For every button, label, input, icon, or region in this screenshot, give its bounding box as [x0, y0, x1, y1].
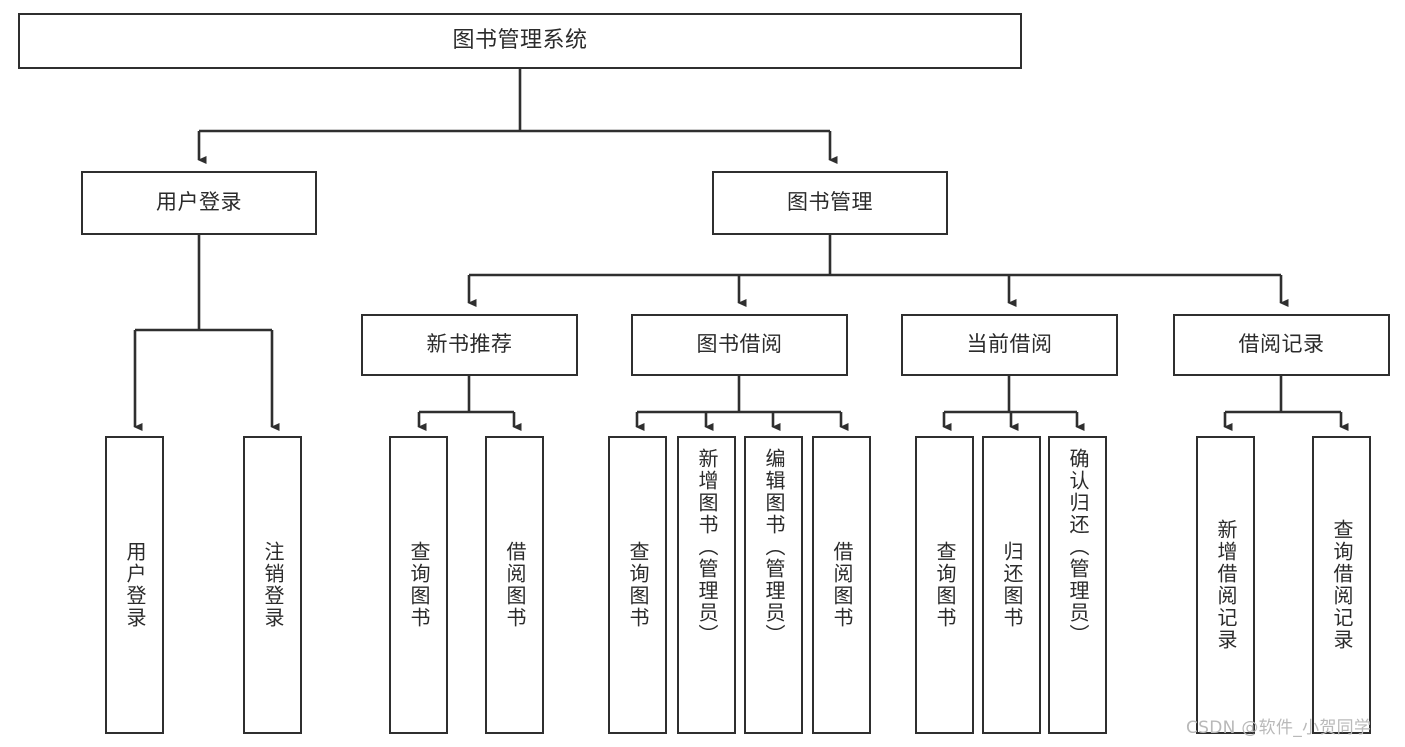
- node-label: 查询图书: [407, 541, 431, 629]
- node-label: 确认归还（管理员）: [1066, 448, 1090, 646]
- leaf-current-return-book[interactable]: 归还图书: [982, 436, 1041, 734]
- node-label: 图书管理系统: [452, 27, 588, 53]
- node-current-borrow[interactable]: 当前借阅: [901, 314, 1118, 376]
- node-label: 新增图书（管理员）: [695, 448, 719, 646]
- leaf-borrow-query-book[interactable]: 查询图书: [608, 436, 667, 734]
- node-label: 注销登录: [261, 541, 285, 629]
- node-new-book-recommend[interactable]: 新书推荐: [361, 314, 578, 376]
- node-label: 新书推荐: [426, 332, 513, 357]
- node-root-system[interactable]: 图书管理系统: [18, 13, 1022, 69]
- leaf-borrow-borrow-book[interactable]: 借阅图书: [812, 436, 871, 734]
- leaf-borrow-add-book-admin[interactable]: 新增图书（管理员）: [677, 436, 736, 734]
- leaf-user-logout[interactable]: 注销登录: [243, 436, 302, 734]
- leaf-record-query-record[interactable]: 查询借阅记录: [1312, 436, 1371, 734]
- node-label: 用户登录: [123, 541, 147, 629]
- leaf-recommend-borrow-book[interactable]: 借阅图书: [485, 436, 544, 734]
- node-label: 新增借阅记录: [1214, 519, 1238, 651]
- node-label: 图书管理: [787, 190, 873, 215]
- node-book-management[interactable]: 图书管理: [712, 171, 948, 235]
- node-label: 借阅图书: [503, 541, 527, 629]
- node-label: 查询图书: [933, 541, 957, 629]
- node-label: 查询图书: [626, 541, 650, 629]
- node-label: 借阅图书: [830, 541, 854, 629]
- node-label: 归还图书: [1000, 541, 1024, 629]
- leaf-user-login[interactable]: 用户登录: [105, 436, 164, 734]
- csdn-watermark: CSDN @软件_小贺同学: [1186, 718, 1372, 738]
- node-label: 图书借阅: [696, 332, 783, 357]
- leaf-record-add-record[interactable]: 新增借阅记录: [1196, 436, 1255, 734]
- node-user-login[interactable]: 用户登录: [81, 171, 317, 235]
- node-label: 当前借阅: [966, 332, 1053, 357]
- leaf-borrow-edit-book-admin[interactable]: 编辑图书（管理员）: [744, 436, 803, 734]
- node-label: 查询借阅记录: [1330, 519, 1354, 651]
- leaf-recommend-query-book[interactable]: 查询图书: [389, 436, 448, 734]
- node-borrow-record[interactable]: 借阅记录: [1173, 314, 1390, 376]
- node-label: 编辑图书（管理员）: [762, 448, 786, 646]
- node-label: 借阅记录: [1238, 332, 1325, 357]
- node-label: 用户登录: [156, 190, 242, 215]
- leaf-current-confirm-return-admin[interactable]: 确认归还（管理员）: [1048, 436, 1107, 734]
- leaf-current-query-book[interactable]: 查询图书: [915, 436, 974, 734]
- node-book-borrow[interactable]: 图书借阅: [631, 314, 848, 376]
